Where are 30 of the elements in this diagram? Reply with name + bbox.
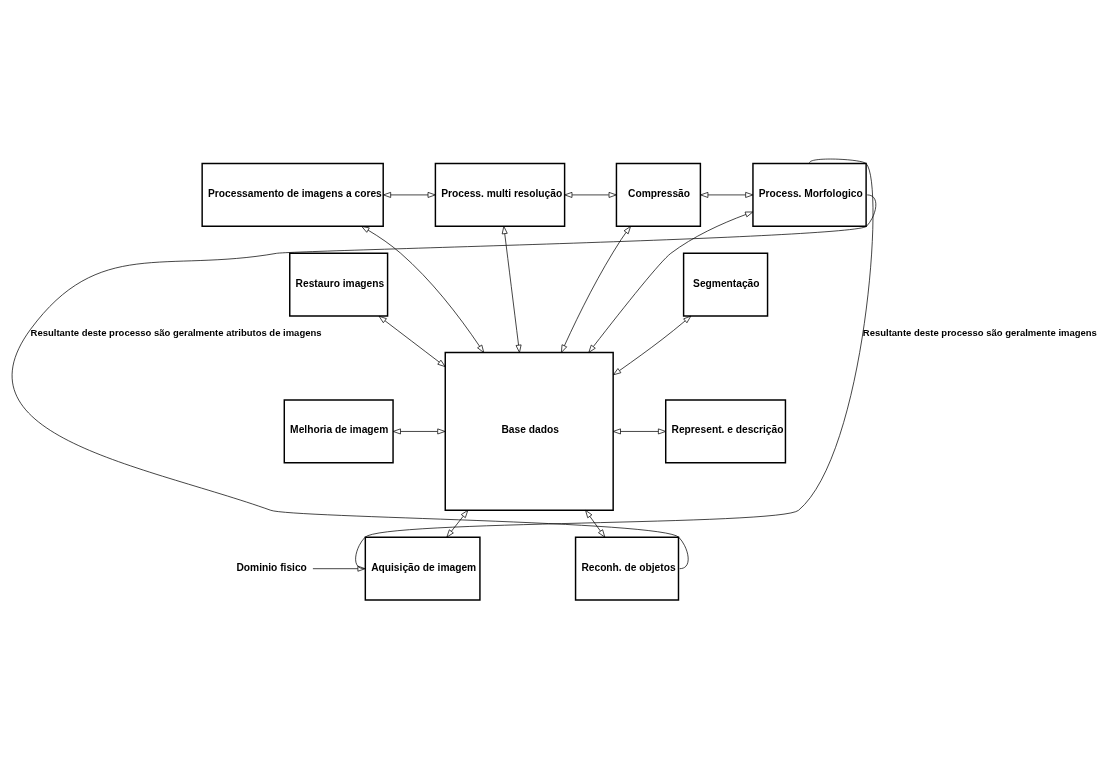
connector xyxy=(355,158,874,569)
connector xyxy=(11,194,877,569)
arrow xyxy=(392,428,446,434)
arrow xyxy=(361,225,485,353)
node-box: Compressão xyxy=(615,162,702,227)
node-text: Dominio fisico xyxy=(236,561,307,573)
node-box: Represent. e descrição xyxy=(665,398,787,464)
arrow xyxy=(383,191,436,198)
arrow xyxy=(561,225,631,353)
node-box: Process. Morfologico xyxy=(752,162,867,227)
arrow xyxy=(613,315,692,375)
node-box: Aquisição de imagem xyxy=(364,536,481,601)
node-box: Melhoria de imagem xyxy=(283,398,394,464)
arrow xyxy=(612,428,667,434)
arrow xyxy=(501,225,522,353)
node-box: Segmentação xyxy=(682,252,769,317)
node-box: Process. multi resolução xyxy=(434,162,566,227)
node-box: Base dados xyxy=(444,351,614,511)
arrow xyxy=(588,211,754,353)
edge-label: Resultante deste processo são geralmente atributos de imagens xyxy=(30,326,322,338)
edge-label: Resultante deste processo são geralmente imagens xyxy=(862,326,1097,338)
arrow xyxy=(446,509,469,537)
arrow xyxy=(700,191,754,198)
arrow xyxy=(378,315,446,367)
arrow xyxy=(564,191,617,198)
arrow xyxy=(312,565,366,572)
node-box: Processamento de imagens a cores xyxy=(201,162,384,227)
arrow xyxy=(585,509,606,537)
node-box: Restauro imagens xyxy=(289,252,389,317)
node-box: Reconh. de objetos xyxy=(574,536,680,601)
